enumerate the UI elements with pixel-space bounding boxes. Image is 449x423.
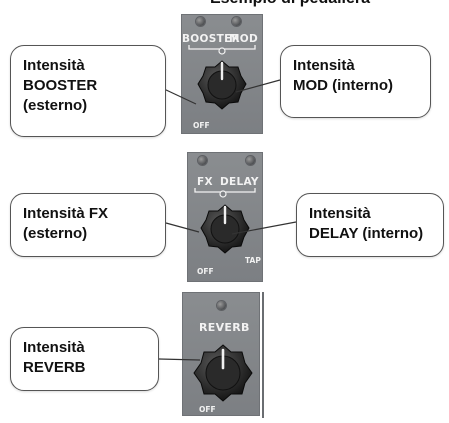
callout-line: Intensità bbox=[23, 57, 85, 74]
callout-line: BOOSTER bbox=[23, 77, 98, 94]
panel-edge bbox=[262, 292, 264, 418]
callout-delay: Intensità DELAY (interno) bbox=[296, 193, 444, 257]
led-indicator bbox=[196, 17, 205, 26]
knob-fx-delay[interactable] bbox=[199, 201, 251, 257]
led-indicator bbox=[246, 156, 255, 165]
label-fx: FX bbox=[197, 176, 213, 188]
label-delay: DELAY bbox=[220, 176, 259, 188]
callout-line: (esterno) bbox=[23, 225, 88, 242]
callout-mod: Intensità MOD (interno) bbox=[280, 45, 431, 118]
panel-booster-mod: BOOSTER MOD OFF bbox=[181, 14, 263, 134]
knob-booster-mod[interactable] bbox=[196, 57, 248, 113]
led-indicator bbox=[217, 301, 226, 310]
label-booster: BOOSTER bbox=[182, 33, 240, 45]
callout-booster: Intensità BOOSTER (esterno) bbox=[10, 45, 166, 137]
callout-line: Intensità bbox=[23, 339, 85, 356]
bracket-icon bbox=[188, 45, 256, 55]
callout-line: Intensità bbox=[309, 205, 371, 222]
callout-reverb: Intensità REVERB bbox=[10, 327, 159, 391]
callout-line: DELAY (interno) bbox=[309, 225, 424, 242]
label-off: OFF bbox=[199, 405, 216, 414]
led-indicator bbox=[232, 17, 241, 26]
callout-line: (esterno) bbox=[23, 97, 88, 114]
bracket-icon bbox=[194, 188, 256, 198]
led-indicator bbox=[198, 156, 207, 165]
panel-fx-delay: FX DELAY OFF TAP bbox=[187, 152, 263, 282]
callout-fx: Intensità FX (esterno) bbox=[10, 193, 166, 257]
callout-line: REVERB bbox=[23, 359, 86, 376]
panel-reverb: REVERB OFF bbox=[182, 292, 260, 416]
label-reverb: REVERB bbox=[199, 321, 250, 334]
knob-reverb[interactable] bbox=[192, 342, 254, 404]
label-off: OFF bbox=[193, 121, 210, 130]
callout-line: Intensità bbox=[293, 57, 355, 74]
label-tap: TAP bbox=[245, 256, 261, 265]
callout-line: Intensità FX bbox=[23, 205, 109, 222]
label-mod: MOD bbox=[229, 33, 258, 45]
cut-off-heading: Esempio di pedaliera bbox=[150, 0, 430, 8]
callout-line: MOD (interno) bbox=[293, 77, 393, 94]
label-off: OFF bbox=[197, 267, 214, 276]
